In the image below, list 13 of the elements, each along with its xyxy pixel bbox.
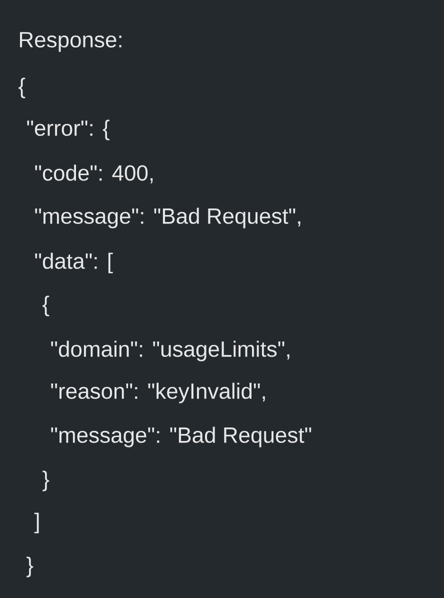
code-line: ] (34, 512, 39, 534)
code-line: "domain": "usageLimits", (51, 340, 290, 362)
code-line: "code": 400, (35, 164, 153, 184)
code-line: "message": "Bad Request" (51, 426, 312, 448)
code-line: "data": [ (35, 252, 113, 274)
code-line: { (18, 78, 26, 98)
code-line: { (42, 296, 50, 316)
code-line: } (42, 470, 50, 492)
code-line: "reason": "keyInvalid", (51, 382, 265, 404)
code-line: Response: (20, 32, 122, 52)
code-line: } (26, 556, 34, 578)
code-line: "message": "Bad Request", (35, 208, 300, 228)
code-line: "error": { (27, 120, 110, 140)
